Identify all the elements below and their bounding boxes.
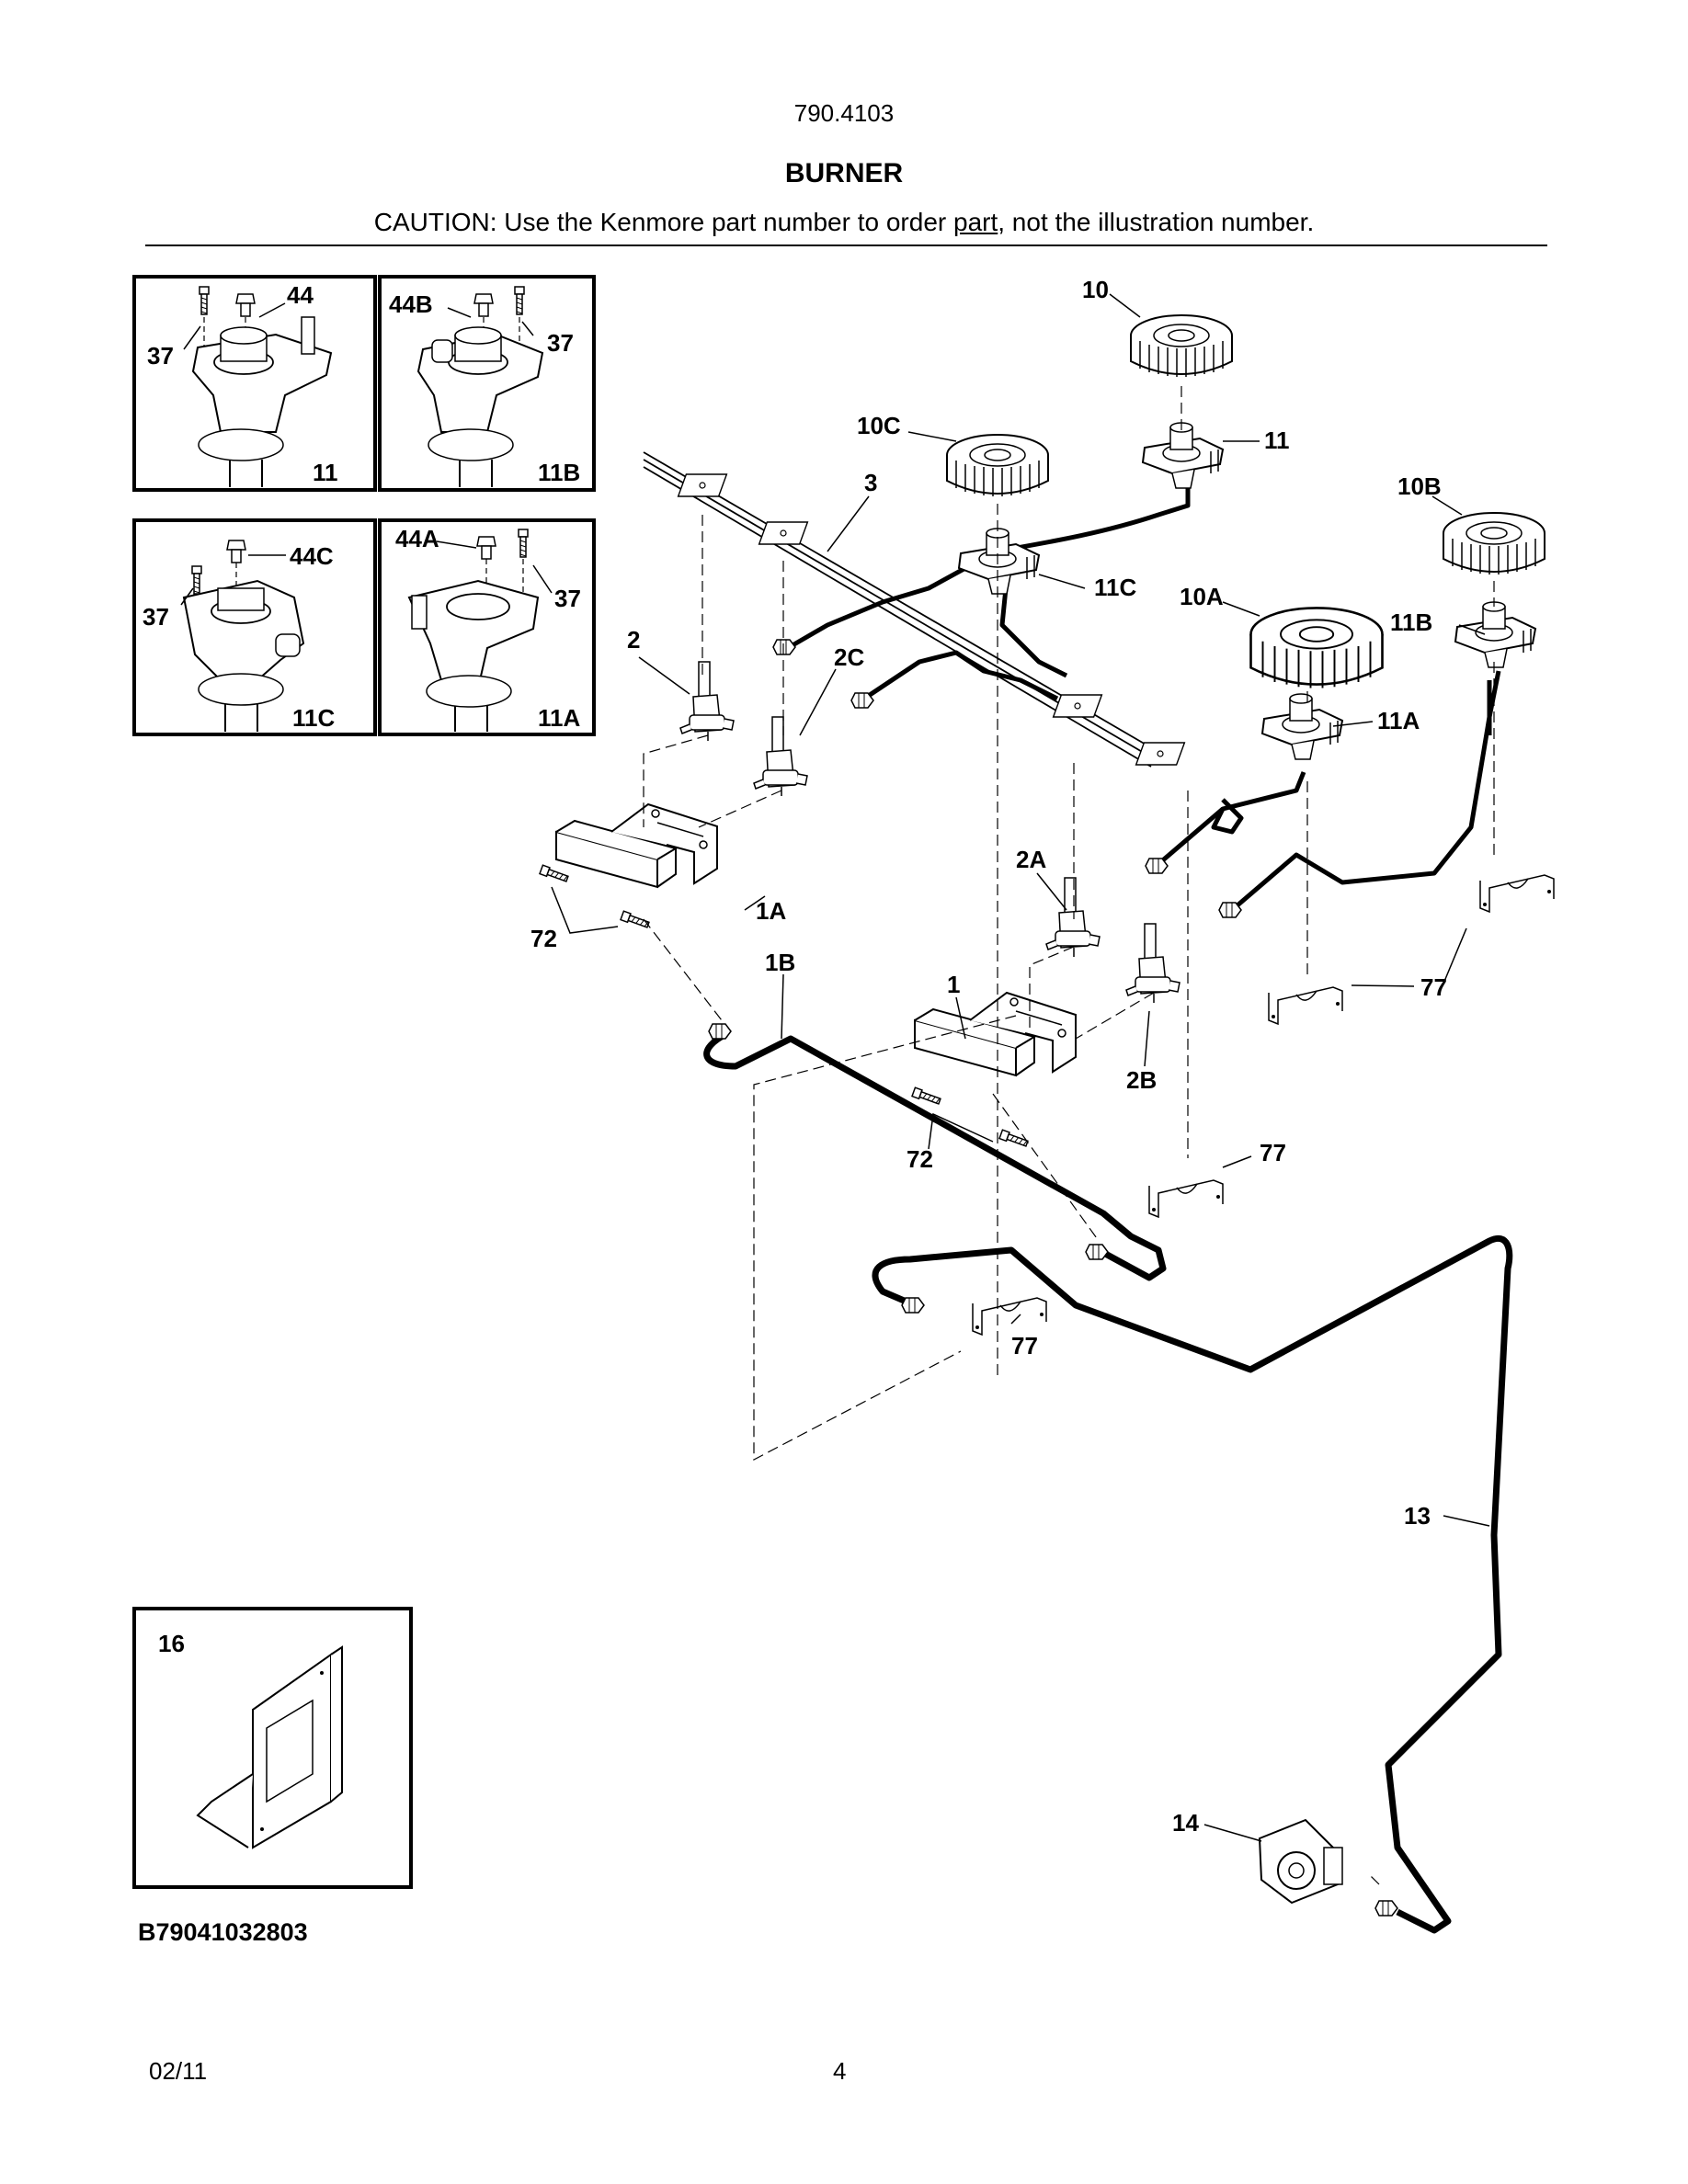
model-number: 790.4103: [793, 99, 895, 127]
pressure-regulator: [1258, 1818, 1343, 1905]
caution-text-start: CAUTION: Use the Kenmore part number to …: [373, 208, 953, 236]
section-title: BURNER: [784, 158, 904, 188]
callout-leaders: [180, 293, 1490, 1842]
callout-2b: 2B: [1126, 1066, 1157, 1094]
callout-11a: 11A: [1377, 707, 1420, 734]
caution-note: CAUTION: Use the Kenmore part number to …: [0, 208, 1688, 237]
alignment-lines: [643, 386, 1495, 1885]
callout-77-lower: 77: [1011, 1332, 1038, 1359]
callout-2: 2: [627, 626, 640, 654]
callout-37-inset-11b: 37: [547, 329, 574, 357]
header-rule: [145, 245, 1547, 246]
supply-tube-1b: [703, 1030, 1167, 1281]
callout-11: 11: [1264, 427, 1290, 454]
callout-72-left: 72: [530, 925, 557, 952]
figure-code: B79041032803: [138, 1918, 308, 1946]
callout-16: 16: [158, 1630, 185, 1657]
inset-panel-11b: [378, 275, 596, 492]
callout-44b-inset: 44B: [389, 290, 433, 318]
gas-valves: [679, 661, 1180, 1004]
caution-text-end: , not the illustration number.: [998, 208, 1315, 236]
callout-72-center: 72: [907, 1145, 933, 1173]
supply-tube-fittings: [708, 1023, 1398, 1917]
inset-panel-16: [132, 1607, 413, 1889]
callout-37-inset-11c: 37: [143, 603, 169, 631]
callout-44-inset: 44: [287, 281, 314, 309]
callout-1b: 1B: [765, 949, 795, 976]
callout-11c-inset: 11C: [292, 704, 335, 732]
callout-11-inset: 11: [313, 459, 338, 486]
caution-part-word: part: [953, 208, 998, 236]
callout-10b: 10B: [1397, 472, 1442, 500]
callout-44a-inset: 44A: [395, 525, 439, 552]
callout-2a: 2A: [1016, 846, 1046, 873]
callout-44c-inset: 44C: [290, 542, 334, 570]
footer-date: 02/11: [149, 2057, 208, 2085]
callout-77-right: 77: [1420, 973, 1447, 1001]
callout-11c: 11C: [1094, 574, 1136, 601]
callout-10a: 10A: [1180, 583, 1224, 610]
callout-37-inset-11a: 37: [554, 585, 581, 612]
page-number: 4: [833, 2057, 847, 2085]
callout-13: 13: [1404, 1502, 1431, 1530]
inset-panel-11a: [378, 518, 596, 736]
callout-37-inset-11: 37: [147, 342, 174, 370]
callout-10c: 10C: [857, 412, 901, 439]
callout-1a: 1A: [756, 897, 786, 925]
callout-labels: 44 37 11 44B 37 11B 44C 37 11C 44A 37 11…: [143, 276, 1447, 1837]
callout-11b-inset: 11B: [538, 459, 580, 486]
supply-tube-13: [872, 1235, 1513, 1934]
callout-77-middle: 77: [1260, 1139, 1286, 1166]
callout-11b: 11B: [1390, 609, 1432, 636]
callout-3: 3: [864, 469, 877, 496]
callout-2c: 2C: [834, 643, 864, 671]
inset-panel-11c: [132, 518, 377, 736]
callout-10: 10: [1082, 276, 1109, 303]
callout-11a-inset: 11A: [538, 704, 580, 732]
gas-tubes: [791, 478, 1501, 912]
callout-14: 14: [1172, 1809, 1199, 1837]
inset-panel-11: [132, 275, 377, 492]
burner-caps: [946, 314, 1545, 689]
callout-1: 1: [947, 971, 960, 998]
